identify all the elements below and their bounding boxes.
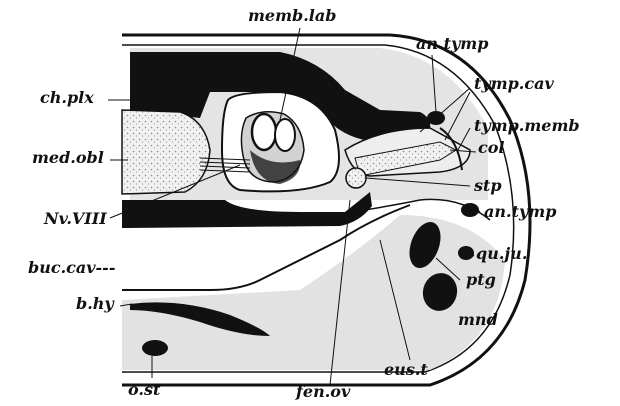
label-med-obl: med.obl	[32, 150, 104, 166]
label-tymp-cav: tymp.cav	[474, 76, 554, 92]
label-ch-plx: ch.plx	[40, 90, 94, 106]
stapes	[346, 168, 366, 188]
label-stp: stp	[474, 178, 502, 194]
label-ptg: ptg	[466, 272, 496, 288]
label-eus-t: eus.t	[384, 362, 428, 378]
label-buc-cav: buc.cav---	[28, 260, 115, 276]
label-col: col	[478, 140, 505, 156]
label-tymp-memb: tymp.memb	[474, 118, 580, 134]
label-b-hy: b.hy	[76, 296, 114, 312]
label-an-tymp-top: an.tymp	[416, 36, 488, 52]
labyrinth-loop-a	[252, 114, 276, 150]
labyrinth-loop-b	[275, 119, 295, 151]
quadratojugal	[458, 246, 474, 260]
label-nv-viii: Nv.VIII	[44, 211, 107, 227]
label-o-st: o.st	[128, 382, 160, 398]
label-an-tymp-mid: an.tymp	[484, 204, 556, 220]
label-fen-ov: fen.ov	[296, 384, 350, 400]
label-qu-ju: qu.ju.	[476, 246, 527, 262]
label-mnd: mnd	[458, 312, 498, 328]
medulla	[122, 110, 210, 194]
os-element	[142, 340, 168, 356]
label-memb-lab: memb.lab	[248, 8, 336, 24]
